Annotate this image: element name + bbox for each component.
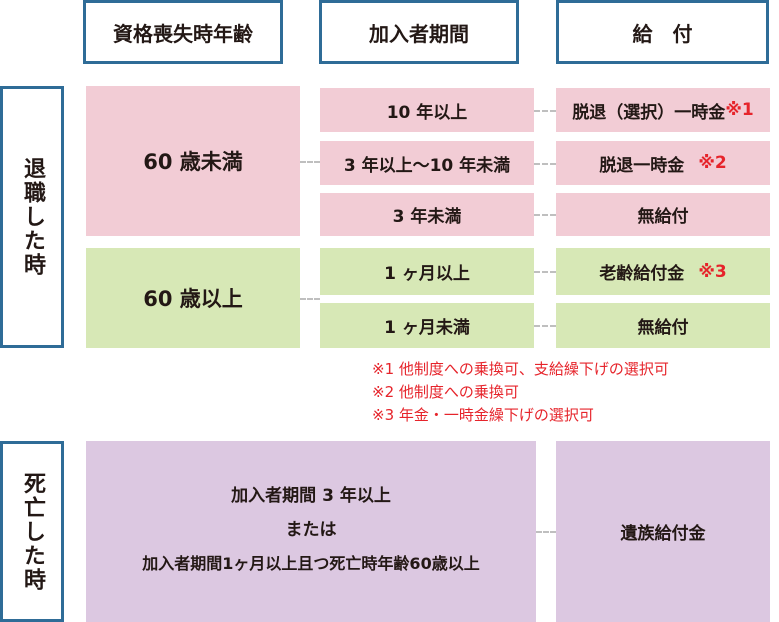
- note-3: ※3 年金・一時金繰下げの選択可: [372, 406, 594, 424]
- age-over60-label: 60 歳以上: [143, 287, 243, 311]
- death-benefit-label: 遺族給付金: [620, 524, 706, 544]
- death-condition: 加入者期間 3 年以上 または 加入者期間1ヶ月以上且つ死亡時年齢60歳以上: [86, 441, 536, 622]
- age-under60: 60 歳未満: [86, 86, 300, 236]
- death-condition-line2: または: [285, 520, 337, 540]
- benefit-under60-row1: 脱退（選択）一時金※1: [556, 88, 770, 132]
- death-condition-line3: 加入者期間1ヶ月以上且つ死亡時年齢60歳以上: [142, 554, 480, 573]
- period-label: 3 年以上～10 年未満: [343, 155, 511, 176]
- period-label: 1 ヶ月未満: [384, 318, 470, 338]
- connector: [534, 325, 556, 327]
- benefit-over60-row2: 無給付: [556, 303, 770, 348]
- benefit-label: 無給付: [637, 318, 689, 338]
- benefit-label: 脱退（選択）一時金: [572, 102, 726, 123]
- connector: [300, 298, 320, 300]
- notes: ※1 他制度への乗換可、支給繰下げの選択可 ※2 他制度への乗換可 ※3 年金・…: [372, 358, 777, 427]
- death-benefit: 遺族給付金: [556, 441, 770, 622]
- header-benefit: 給 付: [556, 0, 769, 64]
- section-retire: 退職した時: [0, 86, 64, 348]
- connector: [534, 110, 556, 112]
- connector: [534, 163, 556, 165]
- section-death-label: 死亡した時: [20, 471, 45, 592]
- note-2: ※2 他制度への乗換可: [372, 383, 519, 401]
- note-1: ※1 他制度への乗換可、支給繰下げの選択可: [372, 360, 669, 378]
- period-over60-row1: 1 ヶ月以上: [320, 248, 534, 295]
- header-age: 資格喪失時年齢: [83, 0, 283, 64]
- benefit-label: 老齢給付金: [599, 264, 685, 284]
- period-under60-row1: 10 年以上: [320, 88, 534, 132]
- benefit-under60-row3: 無給付: [556, 193, 770, 236]
- note-mark: ※2: [698, 153, 727, 173]
- period-under60-row2: 3 年以上～10 年未満: [320, 141, 534, 185]
- benefit-label: 無給付: [637, 207, 689, 227]
- note-mark: ※3: [698, 261, 727, 282]
- note-mark: ※1: [725, 100, 754, 120]
- header-benefit-label: 給 付: [632, 21, 693, 46]
- section-retire-label: 退職した時: [20, 157, 45, 277]
- period-over60-row2: 1 ヶ月未満: [320, 303, 534, 348]
- header-period: 加入者期間: [319, 0, 519, 64]
- connector: [300, 161, 320, 163]
- age-under60-label: 60 歳未満: [143, 150, 243, 174]
- period-label: 1 ヶ月以上: [384, 264, 470, 284]
- period-label: 10 年以上: [386, 102, 468, 123]
- benefit-over60-row1: 老齢給付金 ※3: [556, 248, 770, 295]
- benefit-under60-row2: 脱退一時金 ※2: [556, 141, 770, 185]
- header-period-label: 加入者期間: [369, 21, 469, 46]
- age-over60: 60 歳以上: [86, 248, 300, 348]
- benefit-label: 脱退一時金: [599, 155, 685, 176]
- connector: [534, 271, 556, 273]
- death-condition-line1: 加入者期間 3 年以上: [231, 486, 391, 506]
- connector: [534, 214, 556, 216]
- section-death: 死亡した時: [0, 441, 64, 622]
- connector: [536, 531, 556, 533]
- header-age-label: 資格喪失時年齢: [113, 21, 253, 46]
- period-under60-row3: 3 年未満: [320, 193, 534, 236]
- period-label: 3 年未満: [392, 207, 462, 227]
